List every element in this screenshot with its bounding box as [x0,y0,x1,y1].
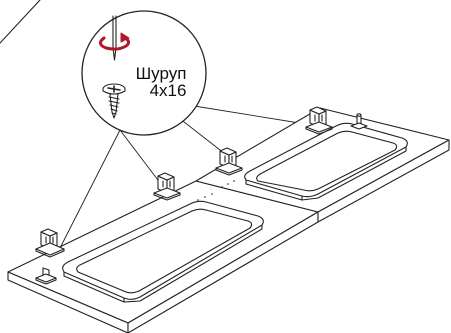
bracket-left-front [35,228,65,258]
screw-name-label: Шуруп [136,64,187,83]
bracket-right-front [215,147,243,176]
left-panel [7,180,319,333]
corner-peg-left [35,267,57,285]
bracket-left-back [153,172,181,201]
corner-peg-right [350,113,368,130]
rotation-arrow-icon [99,32,131,51]
screwdriver-icon [112,15,117,61]
bracket-right-back [305,106,333,135]
right-panel [195,107,450,223]
screw-size-label: 4x16 [150,81,187,100]
screw-icon [102,83,126,119]
guide-line [0,0,41,44]
